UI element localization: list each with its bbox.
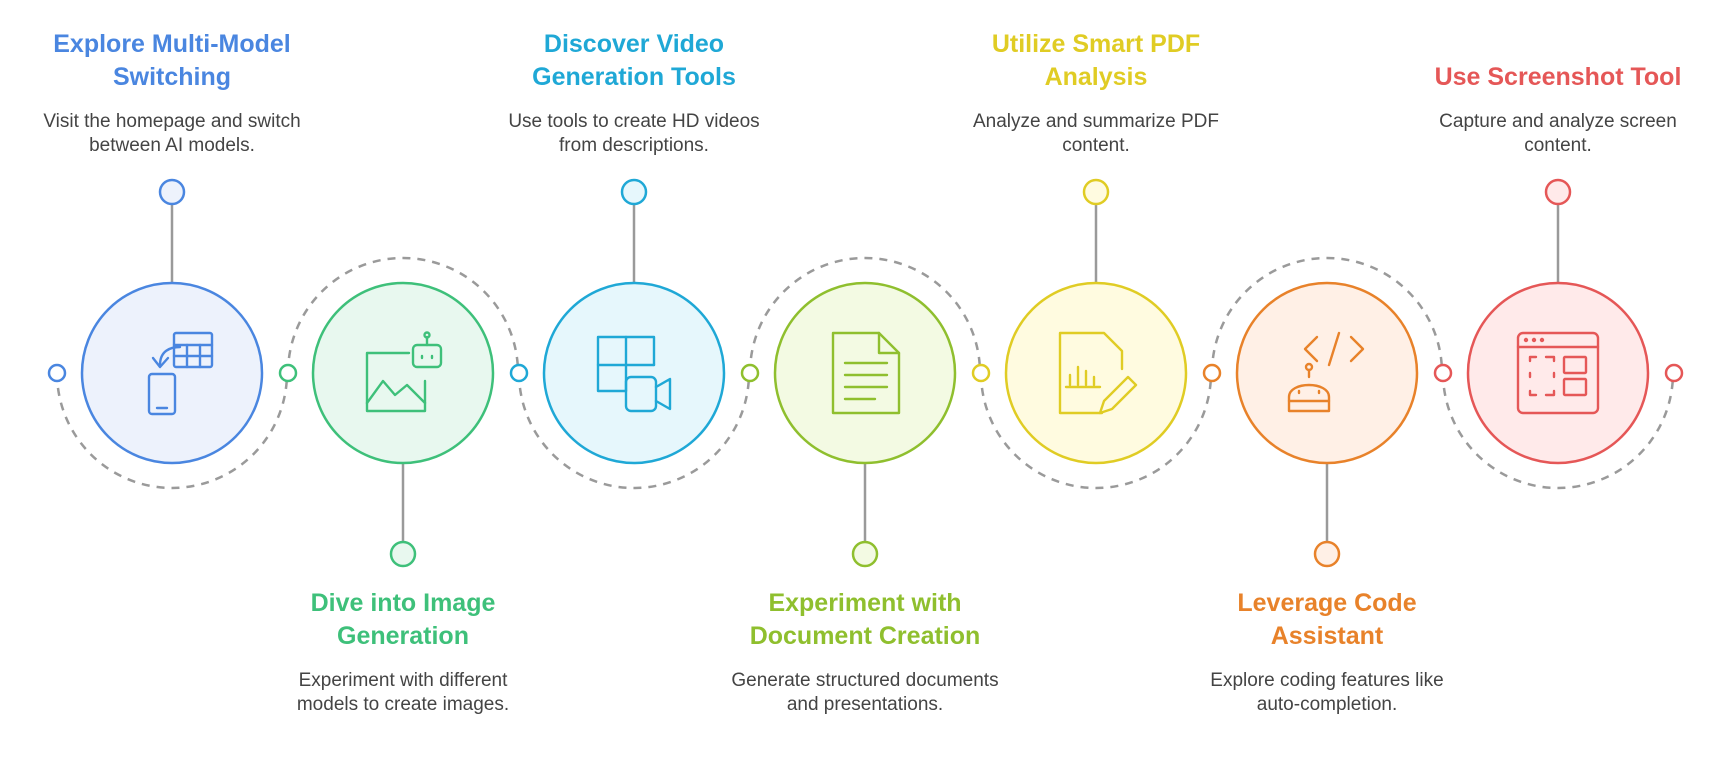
step-circle-code-assistant — [1235, 281, 1419, 465]
video-layout-icon — [596, 335, 672, 413]
step-description-line: and presentations. — [786, 694, 944, 715]
step-description-line: between AI models. — [89, 135, 255, 156]
device-switch-table-icon — [147, 331, 214, 416]
step-description-line: Analyze and summarize PDF — [972, 111, 1220, 132]
step-description-line: Explore coding features like — [1210, 670, 1444, 691]
step-description-line: Experiment with different — [298, 670, 508, 691]
connector-arc-image-gen — [286, 256, 520, 374]
step-description-line: Capture and analyze screen — [1439, 111, 1677, 132]
junction-dot-3 — [740, 363, 760, 383]
code-robot-icon — [1287, 331, 1365, 413]
step-description-line: models to create images. — [296, 694, 510, 715]
step-title: Use Screenshot Tool — [1413, 61, 1703, 94]
step-description: Visit the homepage and switch between AI … — [27, 110, 317, 158]
step-circle-video-gen — [542, 281, 726, 465]
connector-arc-code-assistant — [1210, 256, 1444, 374]
step-circle-screenshot — [1466, 281, 1650, 465]
step-title-line: Analysis — [1044, 63, 1148, 91]
step-title-line: Leverage Code — [1237, 589, 1417, 617]
step-description-line: from descriptions. — [559, 135, 709, 156]
step-description-line: Visit the homepage and switch — [43, 111, 301, 132]
step-title-line: Experiment with — [768, 589, 962, 617]
screenshot-window-icon — [1516, 331, 1600, 415]
step-description: Generate structured documents and present… — [720, 669, 1010, 717]
step-title-line: Generation — [337, 622, 469, 650]
step-title: Utilize Smart PDF Analysis — [951, 28, 1241, 94]
chart-document-pen-icon — [1058, 331, 1138, 415]
step-description: Capture and analyze screen content. — [1413, 110, 1703, 158]
step-description-line: content. — [1062, 135, 1130, 156]
junction-dot-4 — [971, 363, 991, 383]
junction-dot-1 — [278, 363, 298, 383]
step-description-line: Use tools to create HD videos — [508, 111, 760, 132]
step-description-line: Generate structured documents — [731, 670, 999, 691]
step-circle-doc-creation — [773, 281, 957, 465]
step-circle-image-gen — [311, 281, 495, 465]
document-icon — [831, 331, 901, 415]
step-title-line: Discover Video — [543, 30, 725, 58]
step-title-line: Explore Multi-Model — [53, 30, 291, 58]
junction-dot-6 — [1433, 363, 1453, 383]
step-circle-pdf-analysis — [1004, 281, 1188, 465]
step-description: Analyze and summarize PDF content. — [951, 110, 1241, 158]
connector-arc-video-gen — [517, 372, 751, 490]
step-description: Use tools to create HD videos from descri… — [489, 110, 779, 158]
step-title-line: Utilize Smart PDF — [991, 30, 1201, 58]
stem-dot-pdf-analysis — [1082, 178, 1110, 206]
stem-dot-screenshot — [1544, 178, 1572, 206]
step-description: Experiment with different models to creat… — [258, 669, 548, 717]
image-robot-icon — [365, 331, 443, 413]
step-description: Explore coding features like auto-complet… — [1182, 669, 1472, 717]
stem-dot-multi-model — [158, 178, 186, 206]
step-description-line: auto-completion. — [1256, 694, 1398, 715]
connector-arc-screenshot — [1441, 372, 1675, 490]
junction-dot-5 — [1202, 363, 1222, 383]
connector-arc-multi-model — [55, 372, 289, 490]
connector-arc-pdf-analysis — [979, 372, 1213, 490]
stem-dot-video-gen — [620, 178, 648, 206]
stem-dot-code-assistant — [1313, 540, 1341, 568]
step-title-line: Use Screenshot Tool — [1434, 63, 1682, 91]
step-title-line: Document Creation — [749, 622, 981, 650]
junction-dot-7 — [1664, 363, 1684, 383]
stem-dot-doc-creation — [851, 540, 879, 568]
stem-dot-image-gen — [389, 540, 417, 568]
step-title-line: Switching — [112, 63, 232, 91]
step-title-line: Generation Tools — [532, 63, 736, 91]
connector-arc-doc-creation — [748, 256, 982, 374]
junction-dot-0 — [47, 363, 67, 383]
step-description-line: content. — [1524, 135, 1592, 156]
junction-dot-2 — [509, 363, 529, 383]
step-title-line: Assistant — [1270, 622, 1384, 650]
step-title-line: Dive into Image — [310, 589, 496, 617]
